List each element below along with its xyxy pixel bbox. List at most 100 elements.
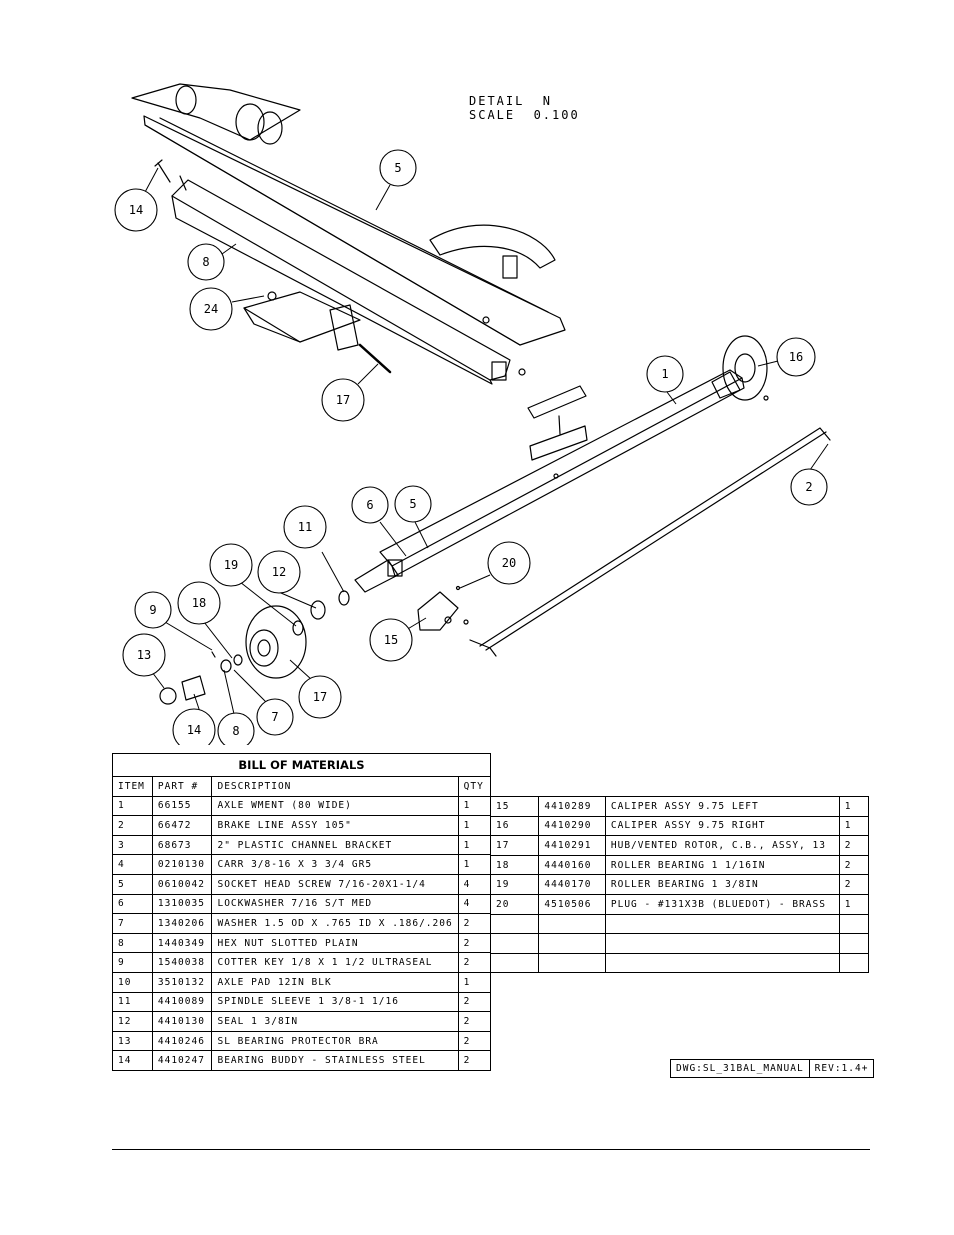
callout-17: 17 [321,378,365,422]
part-cell [538,913,606,935]
qty-cell: 2 [457,913,492,934]
qty-cell [838,913,870,935]
description-cell: HEX NUT SLOTTED PLAIN [211,932,459,954]
callout-16: 16 [776,337,816,377]
leader-lines [143,167,829,715]
callout-6: 6 [351,486,389,524]
svg-text:24: 24 [204,302,218,316]
callout-1: 1 [646,355,684,393]
item-cell: 4 [112,854,153,875]
description-cell: CALIPER ASSY 9.75 LEFT [604,796,840,817]
description-cell: SPINDLE SLEEVE 1 3/8-1 1/16 [211,991,459,1013]
left-caliper [417,585,469,631]
description-cell: BRAKE LINE ASSY 105" [211,815,459,836]
detail-title: DETAIL N [469,94,553,108]
svg-text:17: 17 [336,393,350,407]
item-cell: 3 [112,834,153,856]
right-caliper-rotor [711,335,769,401]
qty-cell: 1 [457,815,492,836]
item-cell: 8 [112,932,153,954]
qty-cell: 2 [457,932,492,954]
item-cell: 6 [112,893,153,915]
trailer-frame-beam [131,83,566,346]
description-cell: SOCKET HEAD SCREW 7/16-20X1-1/4 [211,873,459,895]
qty-cell: 2 [838,874,870,895]
callout-9: 9 [134,591,172,629]
item-cell: 11 [112,991,153,1013]
qty-cell: 1 [838,815,870,837]
header-qty: QTY [457,776,492,797]
item-cell [489,952,540,974]
description-cell [604,933,840,954]
callout-19: 19 [209,543,253,587]
part-cell: 4410289 [538,796,606,817]
svg-text:20: 20 [502,556,516,570]
qty-cell: 2 [457,991,492,1013]
callout-13: 13 [122,633,166,677]
item-cell: 18 [489,854,540,876]
description-cell: WASHER 1.5 OD X .765 ID X .186/.206 [211,913,459,934]
drawing-number-block: DWG:SL_31BAL_MANUAL REV:1.4+ [670,1059,875,1078]
svg-text:15: 15 [384,633,398,647]
item-cell: 15 [489,796,540,817]
description-cell: CALIPER ASSY 9.75 RIGHT [604,815,840,837]
exploded-assembly-drawing: 5 14 8 24 17 1 16 2 6 5 11 20 19 12 9 18… [114,83,831,745]
item-cell: 14 [112,1050,153,1071]
item-cell: 1 [112,795,153,817]
callout-2: 2 [790,468,828,506]
part-cell: 4510506 [538,893,606,915]
part-cell: 4410290 [538,815,606,837]
qty-cell: 2 [457,1011,492,1032]
part-cell: 0610042 [151,873,213,895]
svg-text:7: 7 [271,710,278,724]
svg-text:14: 14 [129,203,143,217]
item-cell: 12 [112,1011,153,1032]
description-cell: BEARING BUDDY - STAINLESS STEEL [211,1050,459,1071]
description-cell: CARR 3/8-16 X 3 3/4 GR5 [211,854,459,875]
description-cell: AXLE WMENT (80 WIDE) [211,795,459,817]
callout-20: 20 [487,541,531,585]
svg-text:6: 6 [366,498,373,512]
hub-rotor [245,605,307,679]
part-cell: 1440349 [151,932,213,954]
svg-text:2: 2 [805,480,812,494]
svg-text:18: 18 [192,596,206,610]
frame-bracket [243,291,392,374]
description-cell: HUB/VENTED ROTOR, C.B., ASSY, 13 [604,835,840,856]
item-cell: 20 [489,893,540,915]
part-cell [538,952,606,974]
svg-text:11: 11 [298,520,312,534]
qty-cell: 1 [457,971,492,993]
description-cell: AXLE PAD 12IN BLK [211,971,459,993]
qty-cell: 2 [457,1050,492,1071]
table-row [489,913,870,935]
detail-scale: SCALE 0.100 [469,108,580,122]
table-row [489,952,870,974]
brake-line [469,427,831,657]
item-cell: 2 [112,815,153,836]
qty-cell: 1 [457,795,492,817]
table-row [489,933,870,954]
qty-cell [838,952,870,974]
svg-text:13: 13 [137,648,151,662]
part-cell: 66472 [151,815,213,836]
callout-17-lower: 17 [298,675,342,719]
bill-of-materials-table: BILL OF MATERIALS ITEM PART # DESCRIPTIO… [112,753,492,1071]
item-cell [489,913,540,935]
svg-text:5: 5 [409,497,416,511]
bolt-14-top [154,159,171,183]
qty-cell: 2 [838,854,870,876]
callout-8: 8 [187,243,225,281]
callout-7: 7 [256,698,294,736]
bearing-stack [211,590,350,673]
